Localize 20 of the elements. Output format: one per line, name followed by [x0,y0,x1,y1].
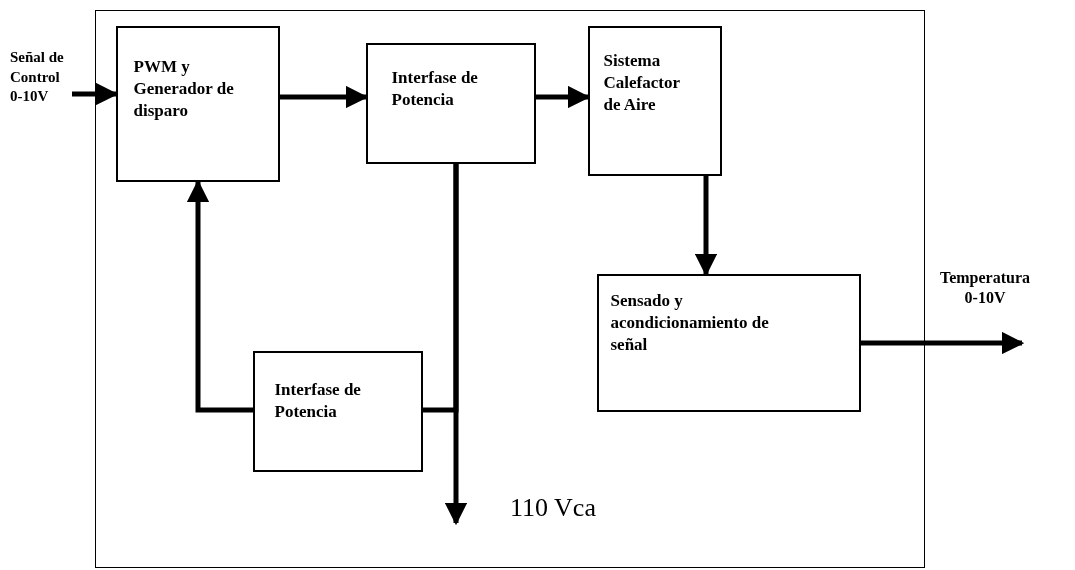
signal-label: Temperatura 0-10V [938,268,1032,308]
process-box [252,350,423,472]
process-box [115,25,280,182]
node-text: PWM y Generador de disparo [132,55,235,122]
arrow [280,85,369,109]
process-box [587,25,722,176]
process-box [365,42,536,164]
frame-box [95,10,925,568]
arrow [694,176,718,277]
arrow [536,85,591,109]
node-text: Sensado y acondicionamiento de señal [609,289,770,356]
signal-label: 110 Vca [509,492,597,524]
arrow [861,331,1025,355]
node-text: Señal de Control 0-10V [10,48,65,106]
arrow [72,82,119,106]
arrow [186,179,253,413]
node-text: Interfase de Potencia [390,66,479,111]
process-box [596,273,861,412]
node-text: Interfase de Potencia [273,378,362,423]
node-text: Sistema Calefactor de Aire [602,49,681,116]
